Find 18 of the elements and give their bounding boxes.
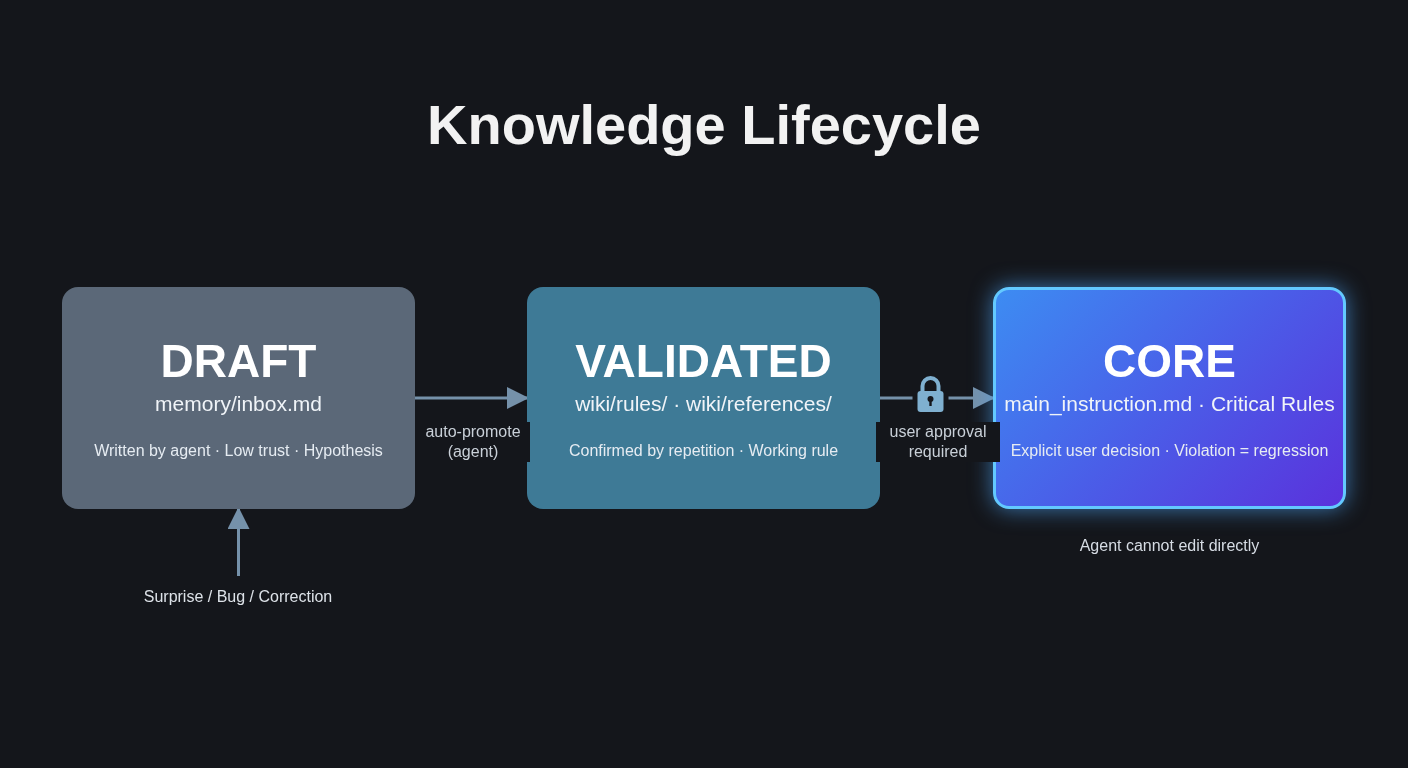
note-text: Agent cannot edit directly (1079, 537, 1260, 555)
stage-description: Explicit user decision · Violation = regression (1010, 442, 1329, 461)
file-path: memory/inbox.md (155, 392, 322, 417)
stage-box (527, 287, 880, 509)
diagram-title: Knowledge Lifecycle (427, 92, 981, 157)
stage-heading: VALIDATED (575, 335, 832, 387)
stage-heading: CORE (1103, 335, 1236, 387)
file-path: wiki/rules/ · wiki/references/ (575, 392, 832, 417)
stage-description: Confirmed by repetition · Working rule (568, 442, 839, 461)
stage-description: Written by agent · Low trust · Hypothesis (94, 442, 383, 461)
stage-box (62, 287, 415, 509)
edge-label: user approval required (876, 422, 1000, 462)
arrow (227, 507, 250, 576)
highlighted-stage-box (993, 287, 1346, 509)
source-label: Surprise / Bug / Correction (143, 588, 333, 606)
file-path: main_instruction.md · Critical Rules (1004, 392, 1335, 417)
arrow (415, 387, 529, 409)
stage-heading: DRAFT (160, 335, 317, 387)
